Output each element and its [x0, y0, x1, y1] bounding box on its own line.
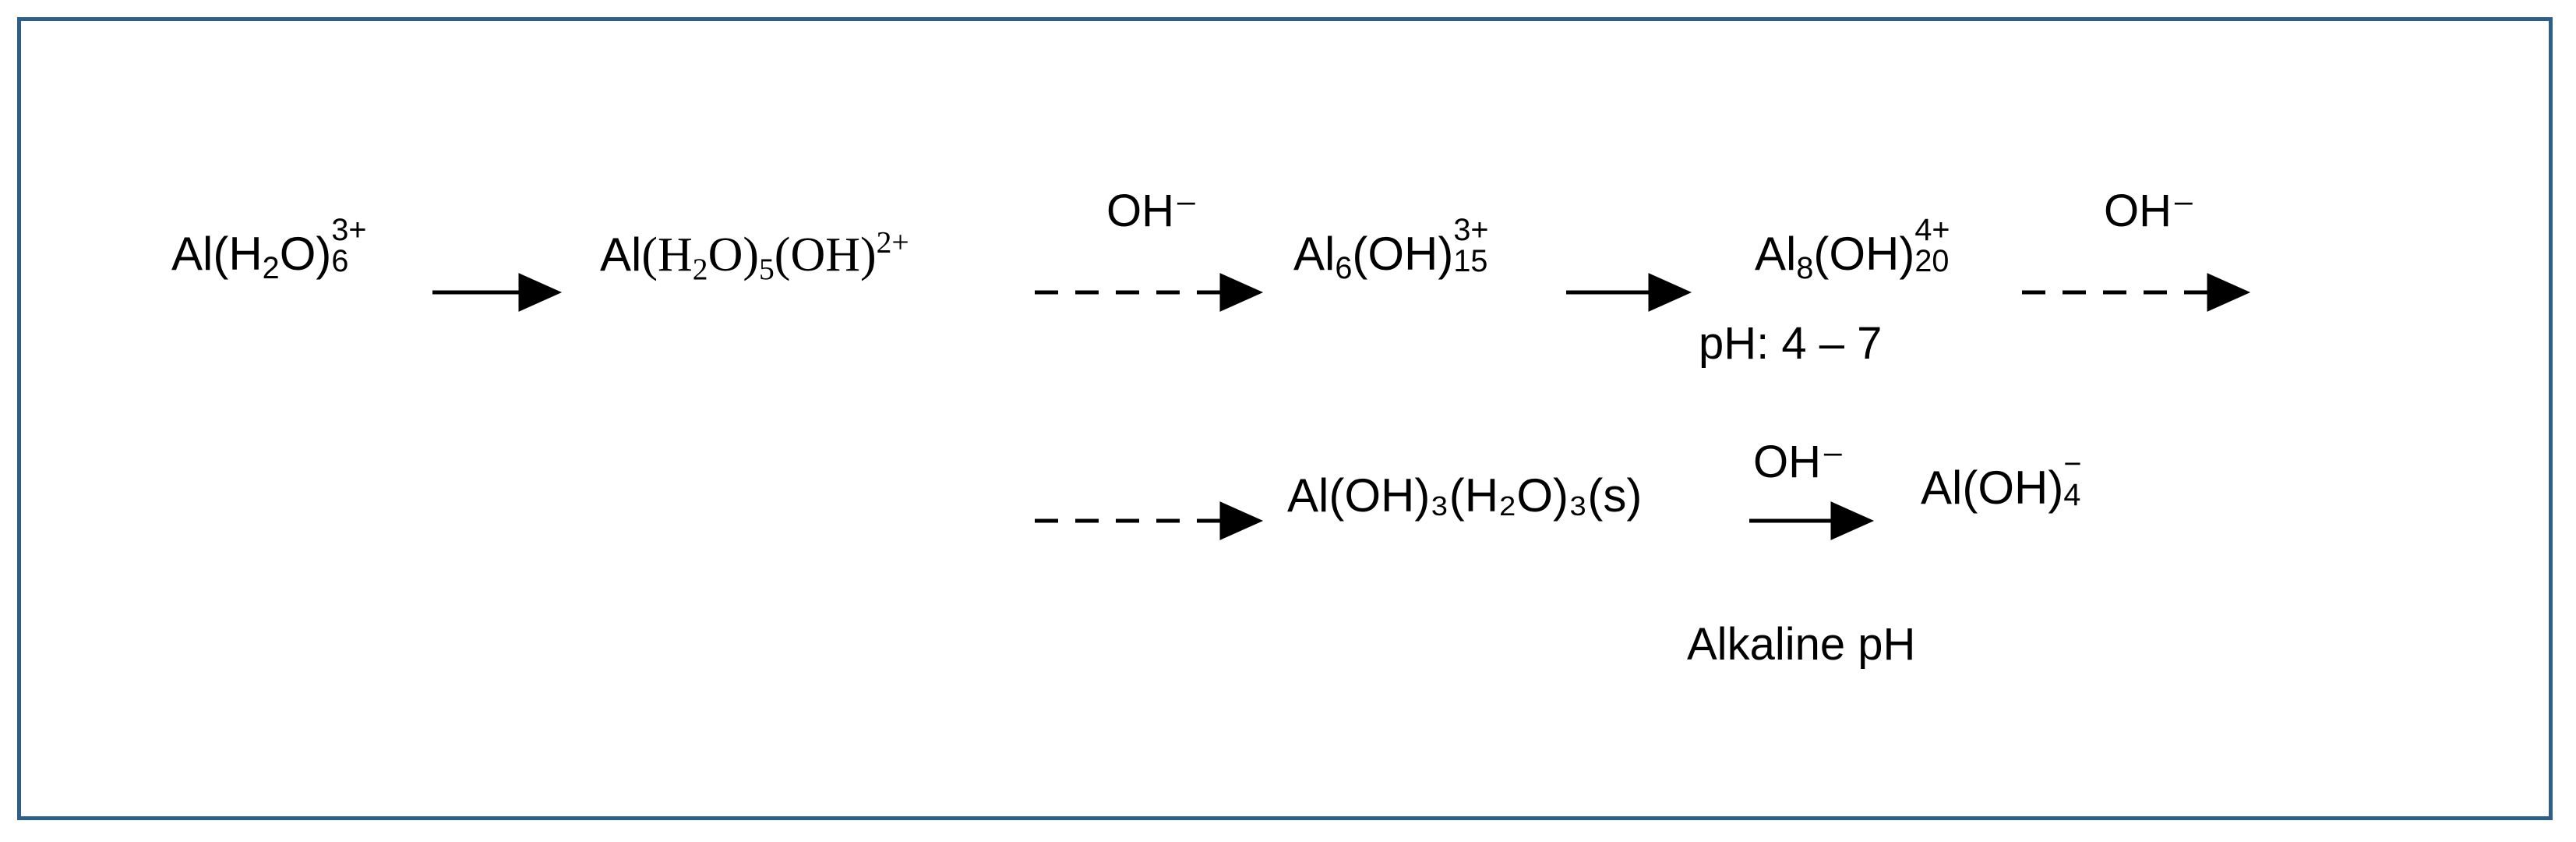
alkaline-ph-label: Alkaline pH [1687, 619, 1916, 670]
species-al6-oh15: Al6(OH)153+15 [1293, 213, 1489, 286]
arrowhead [2207, 273, 2251, 312]
arrowhead [518, 273, 563, 312]
arrowhead [1830, 501, 1875, 540]
reagent-oh-label: OH⁻ [1106, 186, 1198, 236]
species-aluminate: Al(OH)4−4 [1921, 447, 2082, 514]
reagent-oh-label: OH⁻ [1753, 437, 1845, 487]
ph-range-label: pH: 4 – 7 [1699, 318, 1883, 369]
diagram-frame [17, 17, 2553, 820]
species-al-hydroxide-solid: Al(OH)₃(H₂O)₃(s) [1287, 469, 1643, 522]
reagent-oh-label: OH⁻ [2104, 186, 2196, 236]
arrowhead [1219, 273, 1264, 312]
species-al-pentaaqua-hydroxo: Al(H2O)5(OH)2+ [600, 225, 909, 287]
arrowhead [1219, 501, 1264, 540]
species-al-hexaaqua: Al(H2O)3+3+6 [171, 213, 367, 286]
arrowhead [1648, 273, 1692, 312]
species-al8-oh20: Al8(OH)204+20 [1755, 213, 1950, 286]
